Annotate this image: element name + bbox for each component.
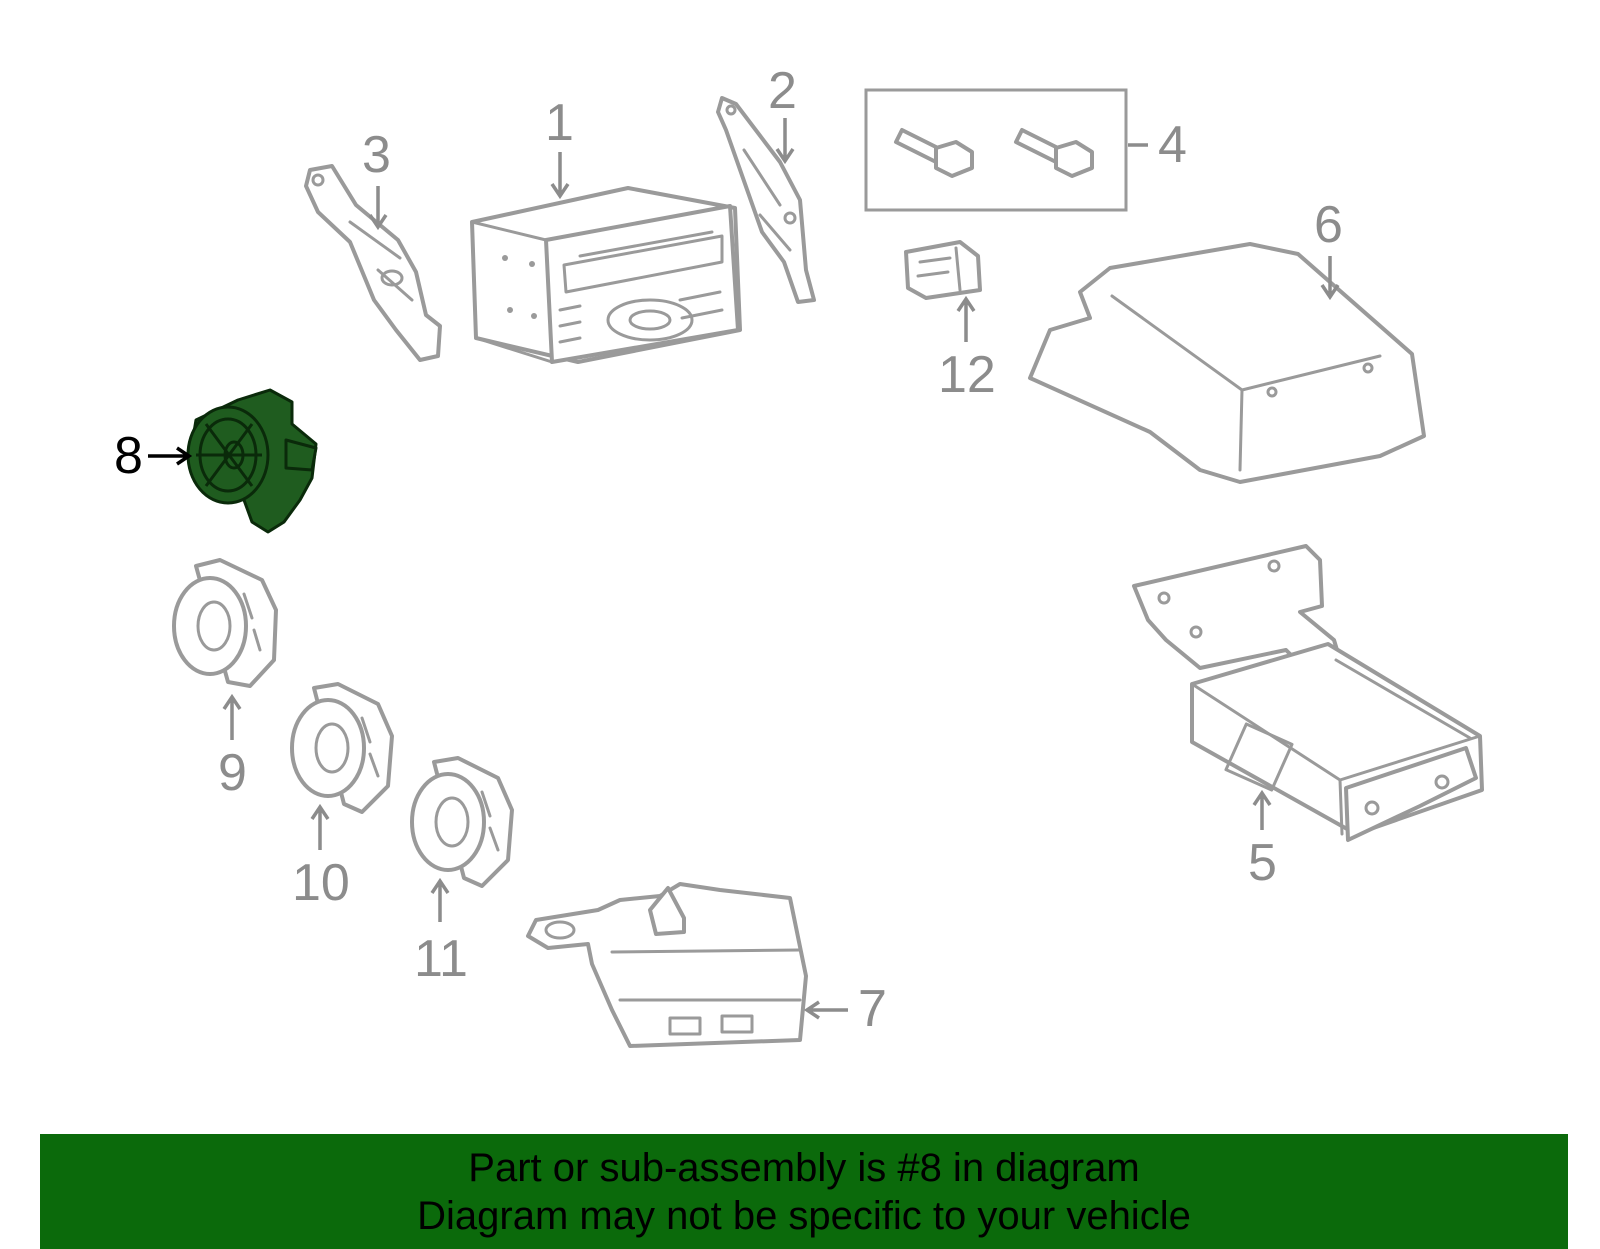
callout-1: 1 <box>545 94 574 152</box>
part-12-switch[interactable] <box>904 240 982 300</box>
callout-arrows <box>148 118 1340 1020</box>
part-11-speaker[interactable] <box>410 756 514 888</box>
part-4-bolts-box[interactable] <box>864 88 1128 212</box>
callout-9: 9 <box>218 744 247 802</box>
callout-3: 3 <box>362 126 391 184</box>
part-3-left-bracket[interactable] <box>304 164 442 362</box>
callout-7: 7 <box>858 980 887 1038</box>
part-9-speaker[interactable] <box>172 558 278 688</box>
callout-4: 4 <box>1158 116 1187 174</box>
part-5-amplifier[interactable] <box>1132 544 1484 842</box>
info-banner: Part or sub-assembly is #8 in diagram Di… <box>40 1134 1568 1249</box>
callout-11: 11 <box>414 930 468 988</box>
part-7-module-bracket[interactable] <box>526 882 808 1048</box>
callout-12: 12 <box>938 346 996 404</box>
callout-10: 10 <box>292 854 350 912</box>
callout-8: 8 <box>114 427 143 485</box>
banner-line-2: Diagram may not be specific to your vehi… <box>417 1193 1191 1238</box>
callout-5: 5 <box>1248 834 1277 892</box>
callout-6: 6 <box>1314 196 1343 254</box>
part-8-speaker-highlighted[interactable] <box>186 388 318 534</box>
banner-line-1: Part or sub-assembly is #8 in diagram <box>468 1145 1140 1190</box>
part-6-cover[interactable] <box>1028 242 1426 484</box>
part-1-radio-unit[interactable] <box>470 186 742 364</box>
part-10-speaker[interactable] <box>290 682 394 814</box>
part-2-right-bracket[interactable] <box>716 96 816 304</box>
callout-2: 2 <box>768 62 797 120</box>
